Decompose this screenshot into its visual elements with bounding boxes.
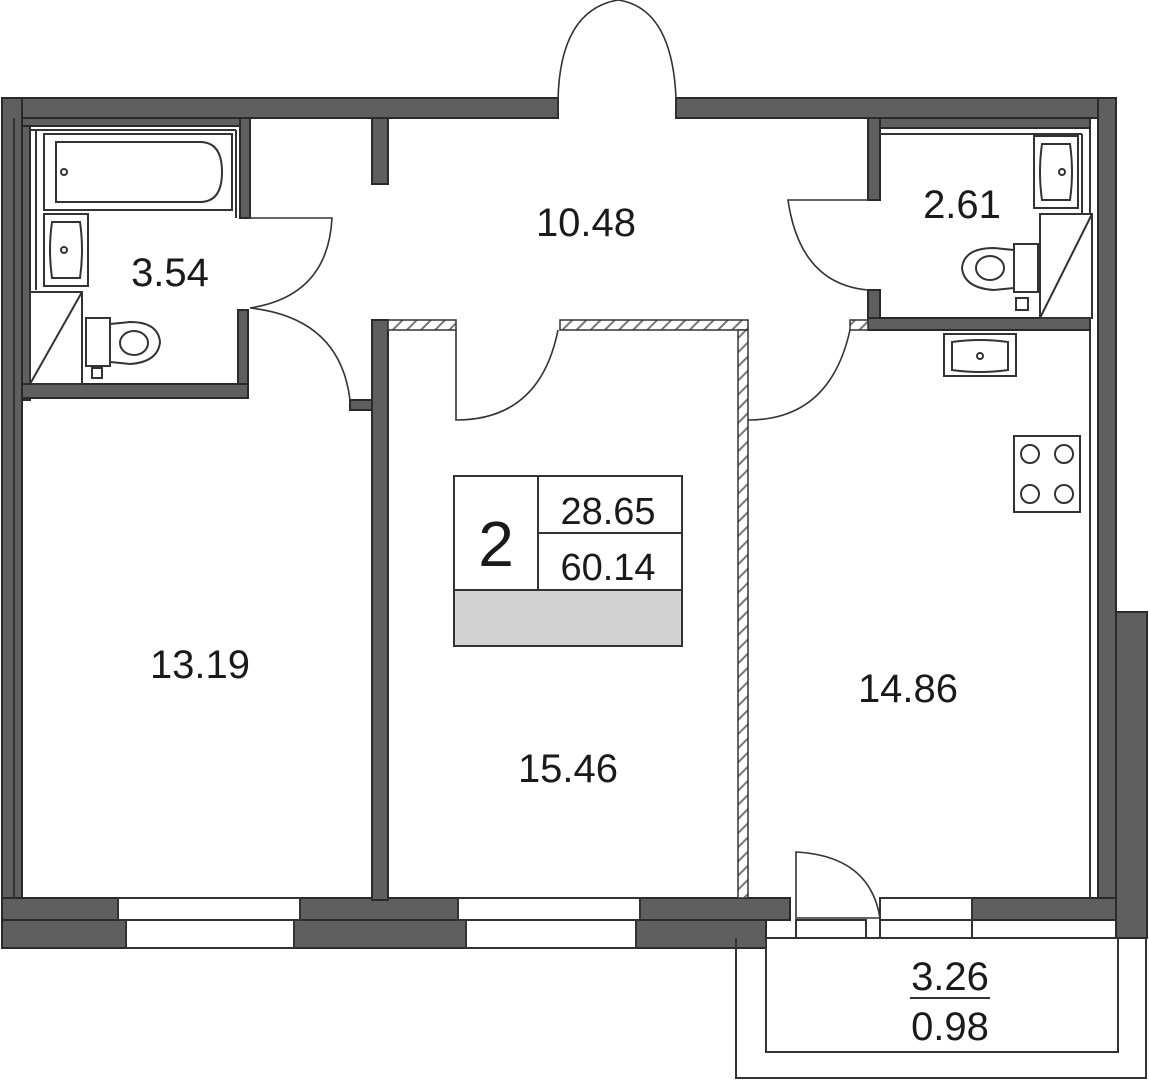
- stove-icon: [1013, 435, 1081, 513]
- living-area: 28.65: [560, 491, 655, 533]
- fixtures: [29, 133, 1093, 513]
- bedroom-left-area: 13.19: [150, 643, 250, 687]
- balcony-area-full: 3.26: [911, 955, 989, 999]
- kitchen-sink-icon: [943, 333, 1017, 377]
- windows: [117, 897, 973, 949]
- doors: [248, 0, 881, 919]
- wc-shaft-icon: [1039, 213, 1093, 319]
- outer-walls: [1, 97, 1148, 949]
- balcony-area-reduced: 0.98: [911, 1005, 989, 1049]
- summary-card: 2 28.65 60.14: [453, 475, 683, 647]
- bathtub-icon: [43, 133, 233, 211]
- sink-icon: [43, 213, 89, 287]
- room-labels: 3.54 10.48 2.61 13.19 15.46 14.86 3.26 0…: [131, 183, 1001, 1049]
- kitchen-area: 14.86: [858, 667, 958, 711]
- wc-sink-icon: [1033, 135, 1079, 209]
- rooms-count: 2: [478, 508, 514, 580]
- total-area: 60.14: [560, 547, 655, 589]
- partition-walls: [387, 319, 869, 899]
- summary-band: [455, 591, 681, 645]
- toilet-icon: [85, 317, 162, 379]
- wc-area: 2.61: [923, 183, 1001, 227]
- balcony: [735, 937, 1147, 1079]
- hallway-area: 10.48: [536, 201, 636, 245]
- shaft-icon: [29, 291, 83, 385]
- interior-walls: [21, 117, 1091, 901]
- bedroom-center-area: 15.46: [518, 747, 618, 791]
- bathroom-area: 3.54: [131, 251, 209, 295]
- wc-toilet-icon: [960, 243, 1039, 311]
